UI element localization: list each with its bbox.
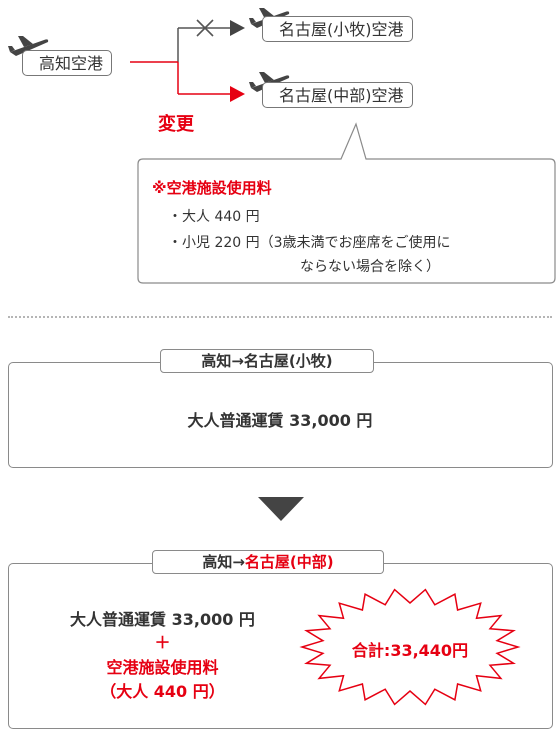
fee-callout-bubble	[137, 122, 556, 284]
total-amount: 合計:33,440円	[351, 641, 469, 660]
fee-note-adult: ・大人 440 円	[168, 209, 260, 225]
after-fee-name: 空港施設使用料	[106, 658, 219, 677]
old-destination-label: 名古屋(小牧)空港	[262, 16, 413, 42]
before-fare-text: 大人普通運賃 33,000 円	[187, 411, 373, 430]
fee-note-title: ※空港施設使用料	[152, 179, 272, 197]
fee-note-child-cont: ならない場合を除く）	[300, 259, 440, 275]
plus-sign: ＋	[154, 633, 171, 652]
origin-airport-label: 高知空港	[22, 50, 113, 76]
route-lines	[130, 19, 245, 102]
fee-note-child: ・小児 220 円（3歳未満でお座席をご使用に	[168, 235, 451, 251]
after-fare-text: 大人普通運賃 33,000 円	[70, 610, 255, 629]
dotted-divider	[8, 316, 552, 318]
starburst-shape	[299, 588, 521, 706]
down-arrow-icon	[258, 497, 304, 521]
change-label: 変更	[158, 114, 194, 135]
after-fee-detail: （大人 440 円）	[100, 682, 225, 701]
after-route-label: 高知→名古屋(中部)	[152, 550, 384, 574]
before-fare-box	[8, 362, 553, 468]
new-destination-label: 名古屋(中部)空港	[262, 82, 413, 108]
before-route-label: 高知→名古屋(小牧)	[160, 349, 374, 373]
